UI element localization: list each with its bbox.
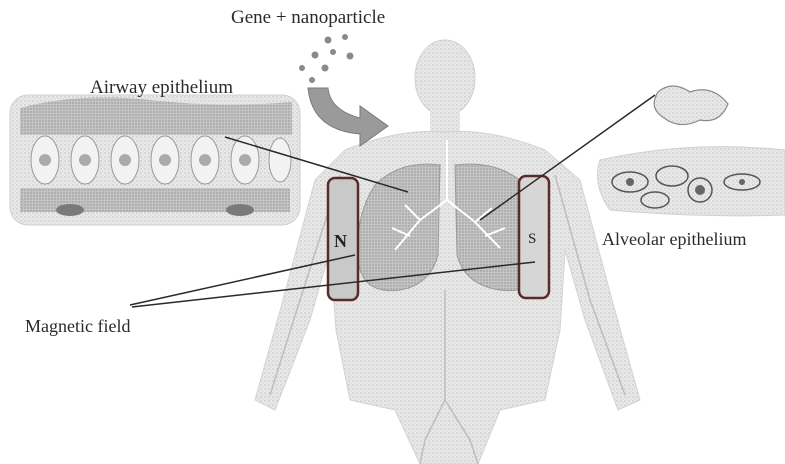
gene-nanoparticle-label: Gene + nanoparticle (231, 8, 385, 27)
delivery-arrow (308, 88, 388, 146)
alveolar-epithelium-label: Alveolar epithelium (602, 230, 746, 248)
magnetic-field-label: Magnetic field (25, 317, 130, 335)
airway-epithelium-label: Airway epithelium (90, 78, 233, 97)
alveolar-epithelium-panel (598, 86, 785, 216)
north-pole-label: N (334, 232, 347, 250)
airway-epithelium-panel (10, 95, 300, 225)
south-pole-label: S (528, 232, 536, 247)
nanoparticle-cluster (299, 34, 354, 95)
alveolus-sac (654, 86, 728, 125)
